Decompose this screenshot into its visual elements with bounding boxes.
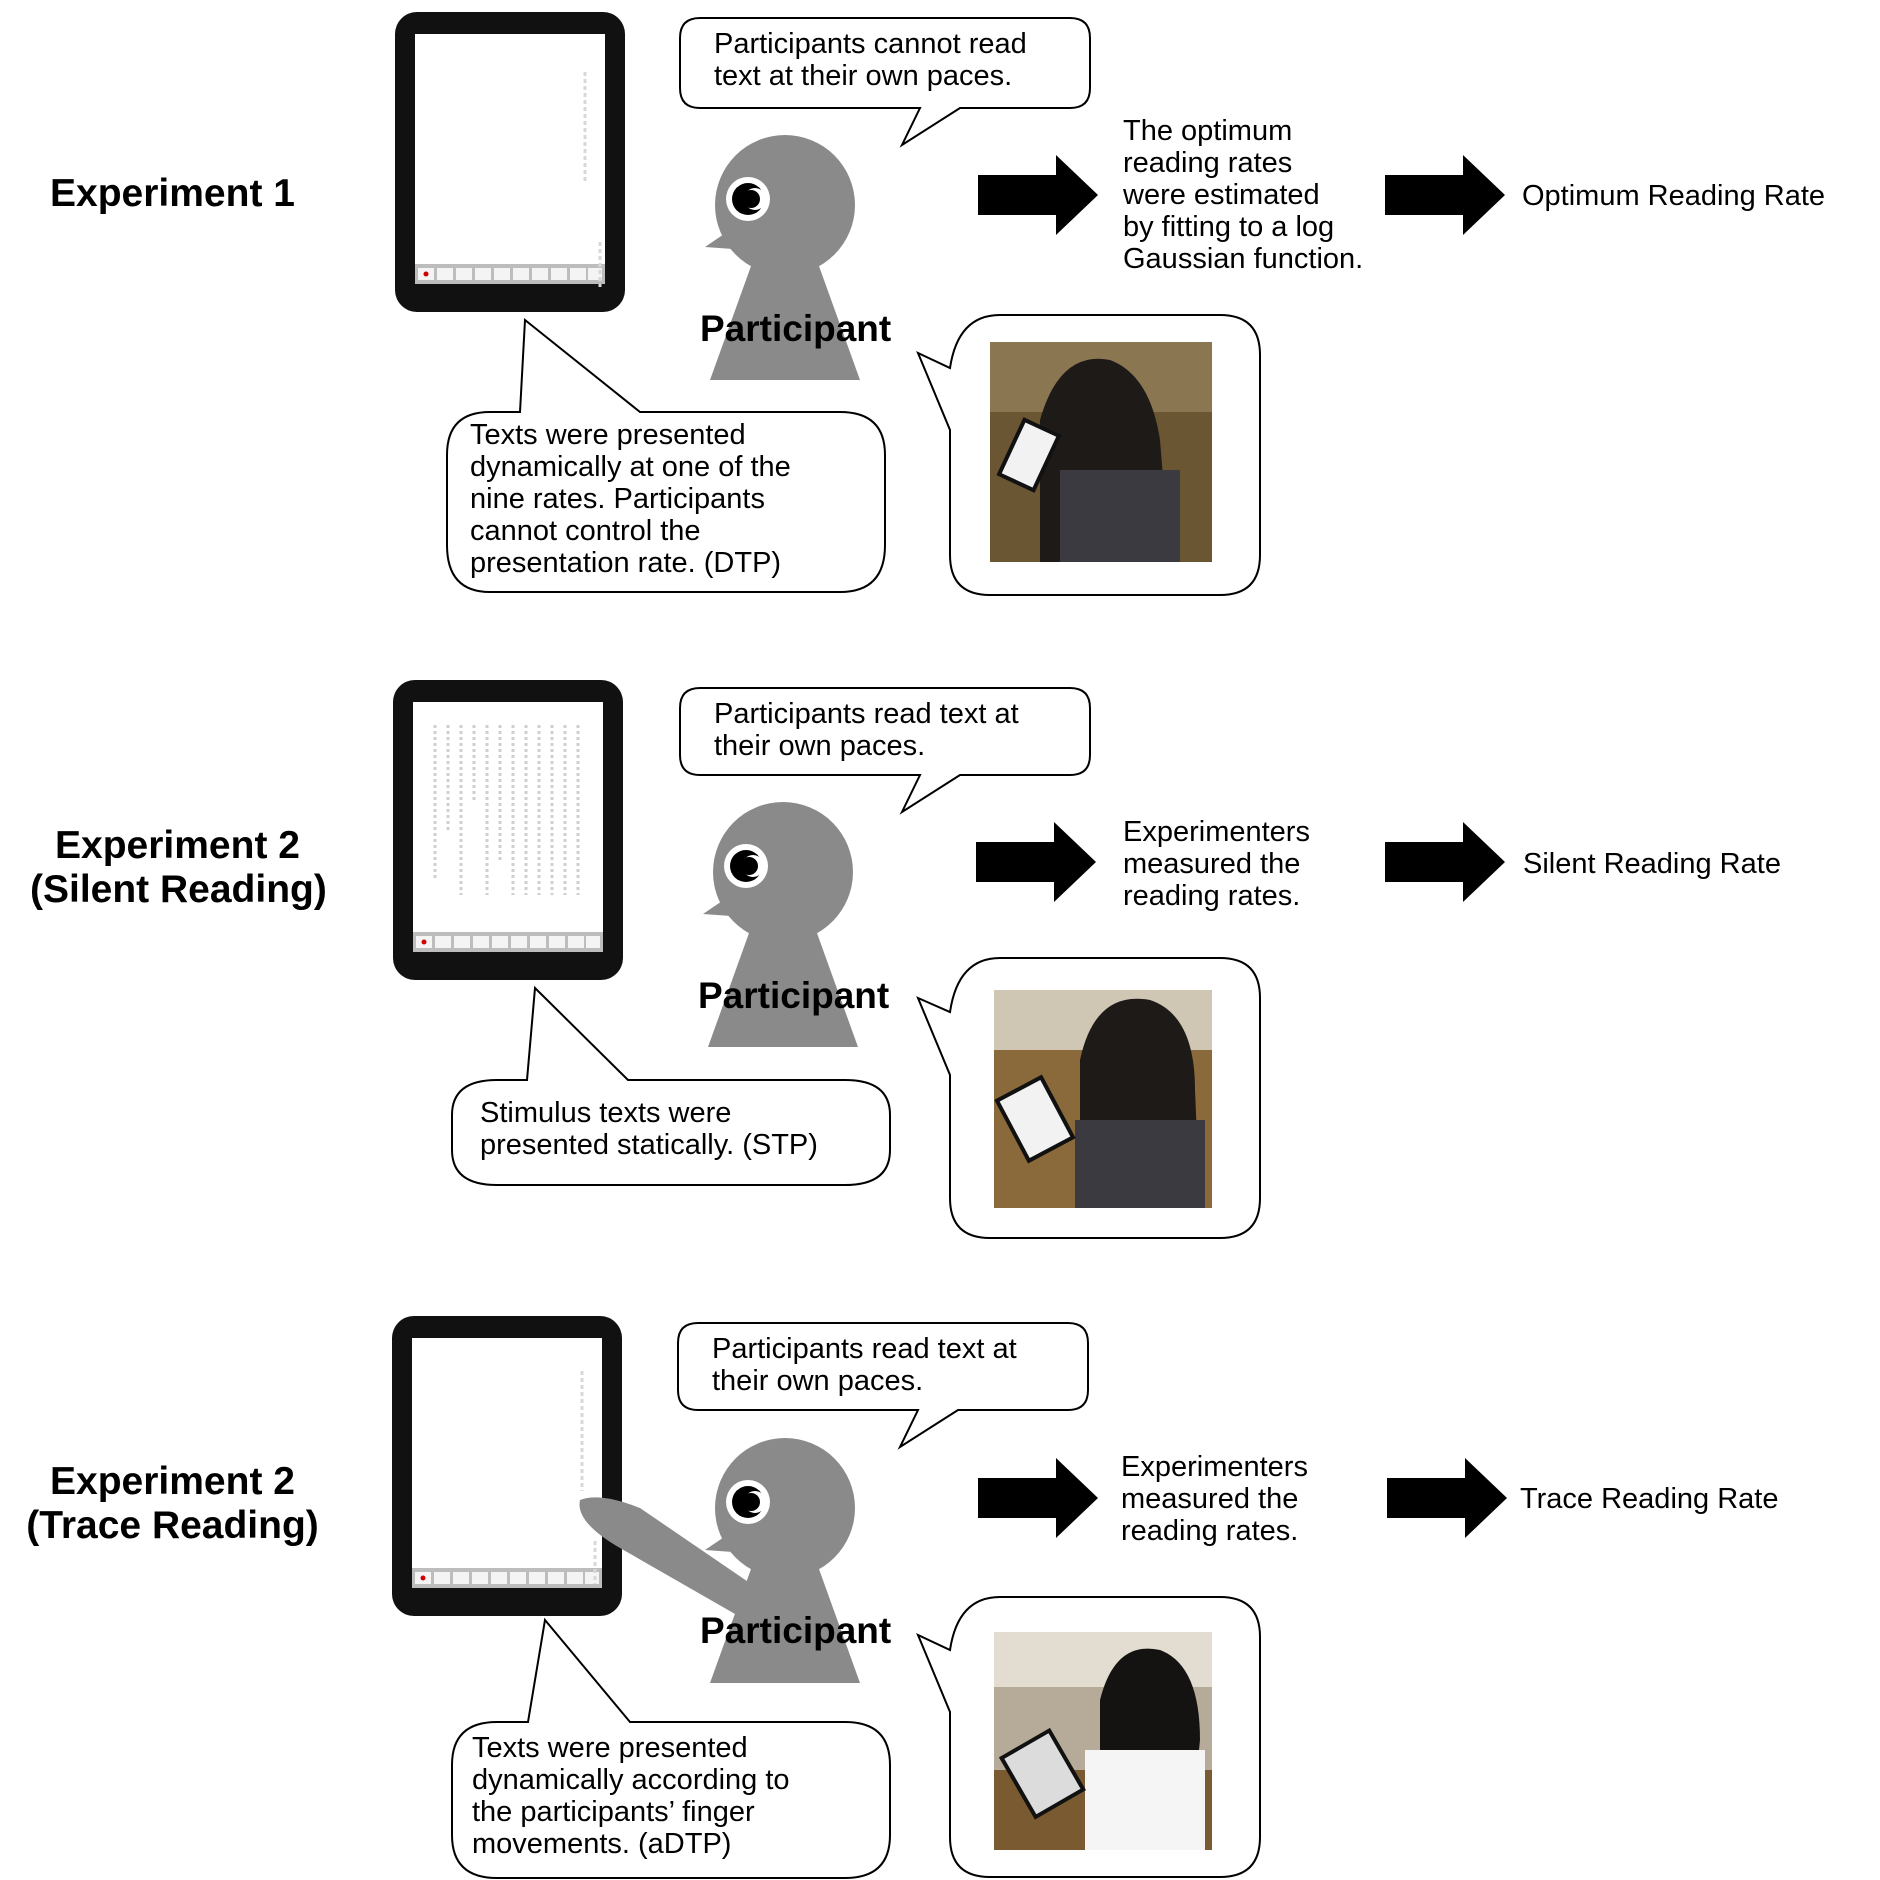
thought-bubble-text: Participants read text at their own pace… [714, 698, 1019, 763]
method-description: Experimenters measured the reading rates… [1121, 1451, 1308, 1547]
arrow-right-1 [978, 155, 1098, 235]
tablet-device [393, 680, 623, 980]
experiment-label: Experiment 1 [50, 172, 295, 215]
thought-bubble [679, 687, 1091, 815]
result-label: Silent Reading Rate [1523, 848, 1781, 880]
arrow-right-2 [1385, 155, 1505, 235]
experiment-label: Experiment 2 (Trace Reading) [26, 1460, 319, 1547]
device-caption-bubble [451, 985, 891, 1186]
thought-bubble-text: Participants cannot read text at their o… [714, 28, 1027, 93]
row-1 [395, 12, 1505, 596]
method-description: Experimenters measured the reading rates… [1123, 816, 1310, 912]
arrow-right-1 [978, 1458, 1098, 1538]
tablet-device [395, 12, 625, 312]
arrow-right-1 [976, 822, 1096, 902]
device-caption-text: Texts were presented dynamically at one … [470, 419, 791, 579]
device-caption-bubble [451, 1617, 891, 1879]
thought-bubble [679, 17, 1091, 148]
device-caption-text: Stimulus texts were presented statically… [480, 1097, 818, 1161]
participant-photo [994, 1632, 1212, 1850]
participant-photo [990, 342, 1212, 562]
device-caption-text: Texts were presented dynamically accordi… [472, 1732, 790, 1860]
row-3 [392, 1316, 1507, 1879]
participant-label: Participant [698, 975, 890, 1016]
participant-photo [994, 990, 1212, 1208]
result-label: Optimum Reading Rate [1522, 180, 1826, 212]
tablet-device [392, 1316, 622, 1616]
experiment-label: Experiment 2 (Silent Reading) [30, 824, 327, 911]
pointing-finger [579, 1497, 760, 1618]
participant-label: Participant [700, 1610, 892, 1651]
thought-bubble [677, 1322, 1089, 1450]
thought-bubble-text: Participants read text at their own pace… [712, 1333, 1017, 1398]
method-description: The optimum reading rates were estimated… [1123, 115, 1364, 275]
arrow-right-2 [1385, 822, 1505, 902]
device-caption-bubble [446, 318, 886, 593]
participant-label: Participant [700, 308, 892, 349]
result-label: Trace Reading Rate [1520, 1483, 1779, 1515]
arrow-right-2 [1387, 1458, 1507, 1538]
row-2 [393, 680, 1505, 1239]
